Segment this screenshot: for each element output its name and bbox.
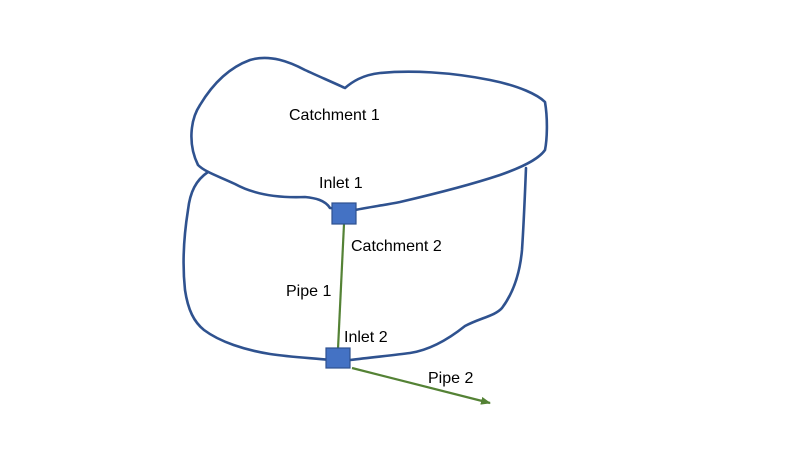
catchment-1-boundary	[190, 56, 549, 212]
inlet-2-label: Inlet 2	[344, 329, 388, 346]
inlet-1-label: Inlet 1	[319, 175, 363, 192]
pipe-2-label: Pipe 2	[428, 370, 473, 387]
pipe-1-label: Pipe 1	[286, 283, 331, 300]
pipe-1-line	[336, 223, 346, 350]
inlet-2-marker	[325, 347, 351, 369]
catchment-2-label: Catchment 2	[351, 238, 442, 255]
inlet-1-marker	[331, 202, 357, 225]
catchment-1-label: Catchment 1	[289, 107, 380, 124]
pipe-2-arrow	[351, 366, 491, 405]
